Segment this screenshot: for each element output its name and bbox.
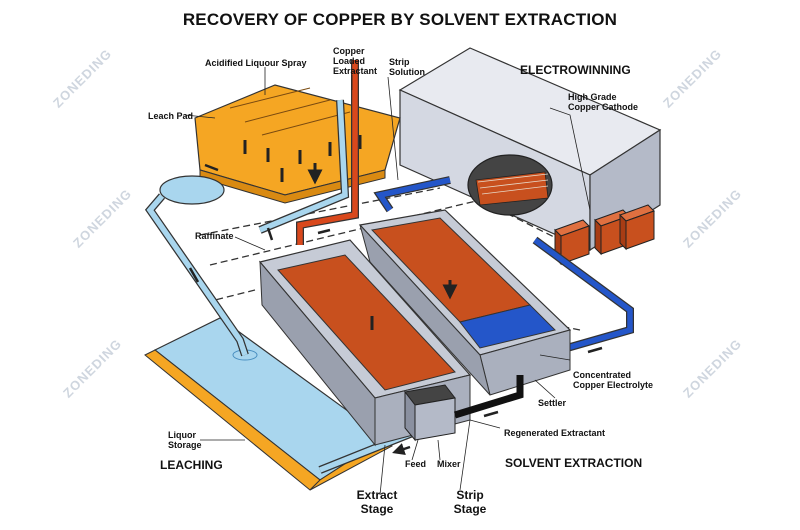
copper-cathode-stacks [554, 204, 655, 266]
label-acidified-spray: Acidified Liquour Spray [205, 58, 307, 68]
diagram-title: RECOVERY OF COPPER BY SOLVENT EXTRACTION [182, 10, 618, 29]
recycle-pond [159, 175, 225, 205]
label-strip-stage-2: Stage [453, 502, 487, 516]
label-electrowinning: ELECTROWINNING [520, 63, 631, 77]
label-copper-loaded-2: Loaded [333, 56, 366, 66]
label-regenerated: Regenerated Extractant [504, 428, 606, 438]
label-concentrated-2: Copper Electrolyte [573, 380, 654, 390]
electrowinning-building [398, 47, 662, 252]
label-raffinate: Raffinate [195, 231, 234, 241]
label-feed: Feed [405, 459, 427, 469]
label-strip-stage-1: Strip [456, 488, 484, 502]
label-copper-loaded-3: Extractant [333, 66, 378, 76]
label-solvent-extraction: SOLVENT EXTRACTION [505, 456, 643, 470]
regenerated-extractant-pipe [453, 375, 524, 419]
label-extract-stage-1: Extract [356, 488, 398, 502]
flow-arrows [188, 163, 603, 451]
mixer-box [404, 384, 456, 442]
label-copper-loaded-1: Copper [333, 46, 365, 56]
leach-pad [194, 84, 401, 204]
label-cathode-2: Copper Cathode [568, 102, 639, 112]
label-mixer: Mixer [437, 459, 461, 469]
label-strip-solution-1: Strip [389, 57, 410, 67]
label-settler: Settler [538, 398, 567, 408]
strip-stage-tank [358, 209, 572, 396]
label-leaching: LEACHING [160, 458, 223, 472]
label-liquor-storage-2: Storage [168, 440, 202, 450]
label-leach-pad: Leach Pad [148, 111, 194, 121]
label-extract-stage-2: Stage [360, 502, 394, 516]
label-strip-solution-2: Solution [389, 67, 425, 77]
label-cathode-1: High Grade [568, 92, 617, 102]
label-concentrated-1: Concentrated [573, 370, 632, 380]
label-liquor-storage-1: Liquor [168, 430, 196, 440]
leader-lines [184, 67, 591, 496]
